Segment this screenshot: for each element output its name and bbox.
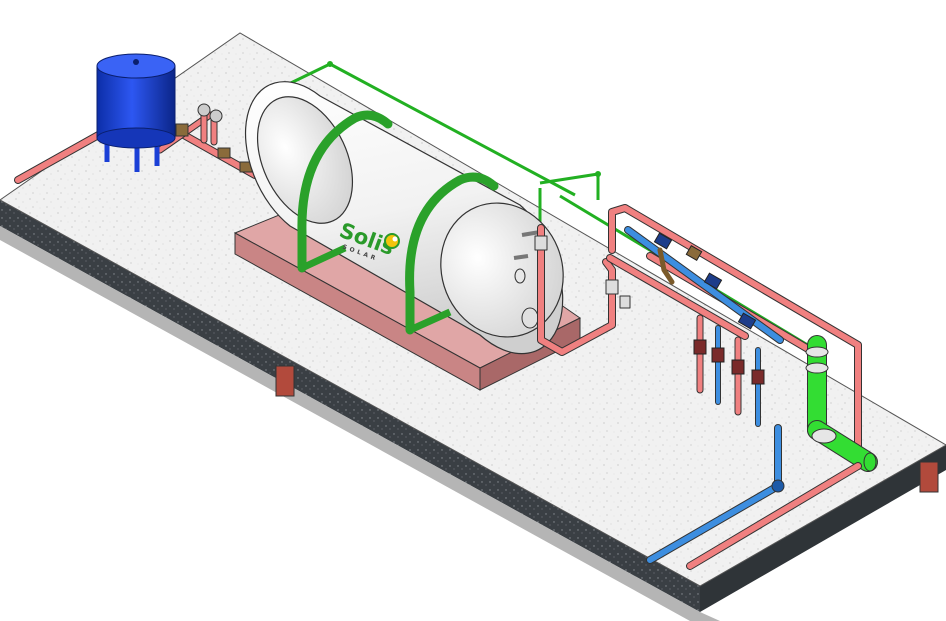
expansion-vessel-icon xyxy=(96,53,176,172)
tank-end-cap-right xyxy=(440,202,564,338)
vessel-bottom xyxy=(96,127,176,149)
slab-side-right xyxy=(700,445,946,612)
mains-pipework xyxy=(646,424,862,570)
valve-icon xyxy=(605,279,619,295)
valve-icon xyxy=(209,109,223,123)
distribution-valves xyxy=(653,232,765,385)
distribution-pipework xyxy=(606,204,862,470)
vessel-cap xyxy=(133,59,139,65)
slab-side-left xyxy=(0,200,700,612)
green-drain-assembly xyxy=(805,335,878,472)
storage-tank: Solis SOLAR xyxy=(244,81,564,355)
valve-icon xyxy=(751,369,765,385)
valve-icon xyxy=(534,235,548,251)
valve-icon xyxy=(619,295,631,309)
vent-fitting xyxy=(595,171,601,177)
tank-end-cap-left xyxy=(256,96,354,224)
fitting xyxy=(217,147,231,159)
mains-elbow xyxy=(771,479,785,493)
drop-pipes xyxy=(696,314,761,427)
fitting xyxy=(175,123,189,137)
hot-loop-pipe-fill xyxy=(609,205,861,469)
tank-port xyxy=(514,268,526,284)
valve-icon xyxy=(731,359,745,375)
vent-fitting xyxy=(327,61,333,67)
tank-port xyxy=(521,307,539,329)
inlet-hot-pipe-fill xyxy=(15,130,105,183)
tank-band xyxy=(297,110,393,273)
tank-nozzle xyxy=(513,254,529,260)
tank-band-foot-2 xyxy=(408,308,452,334)
drain-collar xyxy=(805,362,829,374)
hot-branch-pipe-fill xyxy=(607,255,748,339)
union-fitting xyxy=(685,244,703,262)
union-fitting xyxy=(737,312,757,330)
drain-collar xyxy=(811,428,837,444)
mains-hot-pipe-fill xyxy=(687,463,861,569)
vent-pipe-loop xyxy=(539,172,600,200)
tank-band-2 xyxy=(405,172,499,335)
drain-collar xyxy=(805,346,829,358)
union-fitting xyxy=(653,232,673,250)
outlet-hot-pipe-fill xyxy=(538,225,615,355)
sun-logo-icon xyxy=(384,233,400,249)
vessel-top xyxy=(96,53,176,79)
slab-notch-left xyxy=(275,365,295,397)
tank-band-foot xyxy=(300,244,347,272)
flex-hose xyxy=(657,247,675,285)
slab-notch-right xyxy=(919,461,939,493)
valve-icon xyxy=(711,347,725,363)
valve-icon xyxy=(693,339,707,355)
manifold-fittings xyxy=(175,103,253,173)
drain-outlet xyxy=(863,452,877,472)
valve-icon xyxy=(197,103,211,117)
union-fitting xyxy=(703,272,723,290)
outlet-pipework xyxy=(534,224,631,356)
